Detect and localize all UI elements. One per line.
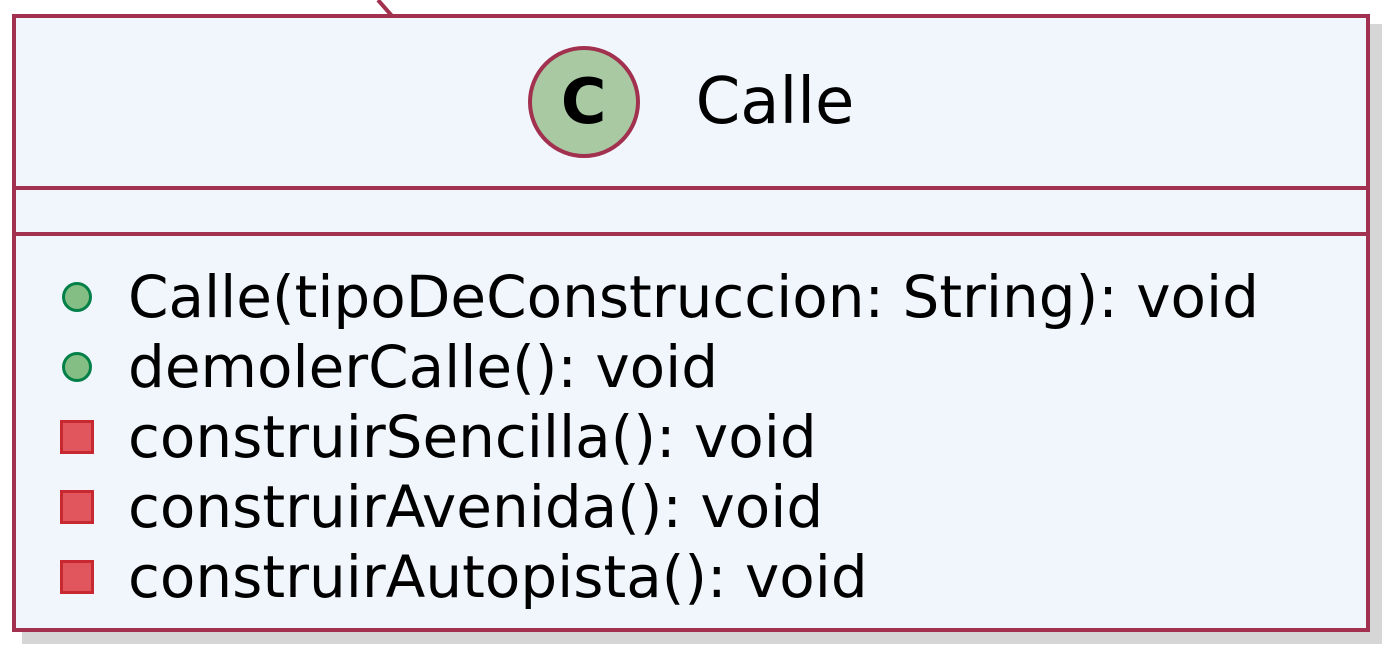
class-header: C Calle bbox=[16, 18, 1366, 190]
method-signature: construirSencilla(): void bbox=[128, 403, 817, 471]
public-circle-icon bbox=[62, 352, 92, 382]
method-row: construirAutopista(): void bbox=[56, 542, 1366, 612]
method-row: construirAvenida(): void bbox=[56, 472, 1366, 542]
method-signature: construirAutopista(): void bbox=[128, 543, 868, 611]
private-square-icon bbox=[60, 560, 94, 594]
method-row: Calle(tipoDeConstruccion: String): void bbox=[56, 262, 1366, 332]
association-line bbox=[376, 0, 394, 18]
class-stereotype-icon: C bbox=[527, 46, 640, 158]
private-square-icon bbox=[60, 490, 94, 524]
method-row: construirSencilla(): void bbox=[56, 402, 1366, 472]
class-box-calle[interactable]: C Calle Calle(tipoDeConstruccion: String… bbox=[12, 14, 1370, 632]
method-row: demolerCalle(): void bbox=[56, 332, 1366, 402]
public-circle-icon bbox=[62, 282, 92, 312]
method-signature: demolerCalle(): void bbox=[128, 333, 719, 401]
method-signature: construirAvenida(): void bbox=[128, 473, 824, 541]
methods-compartment: Calle(tipoDeConstruccion: String): void … bbox=[16, 236, 1366, 612]
class-name: Calle bbox=[695, 65, 855, 139]
fields-compartment bbox=[16, 190, 1366, 236]
private-square-icon bbox=[60, 420, 94, 454]
stereotype-letter: C bbox=[560, 65, 607, 138]
method-signature: Calle(tipoDeConstruccion: String): void bbox=[128, 263, 1259, 331]
